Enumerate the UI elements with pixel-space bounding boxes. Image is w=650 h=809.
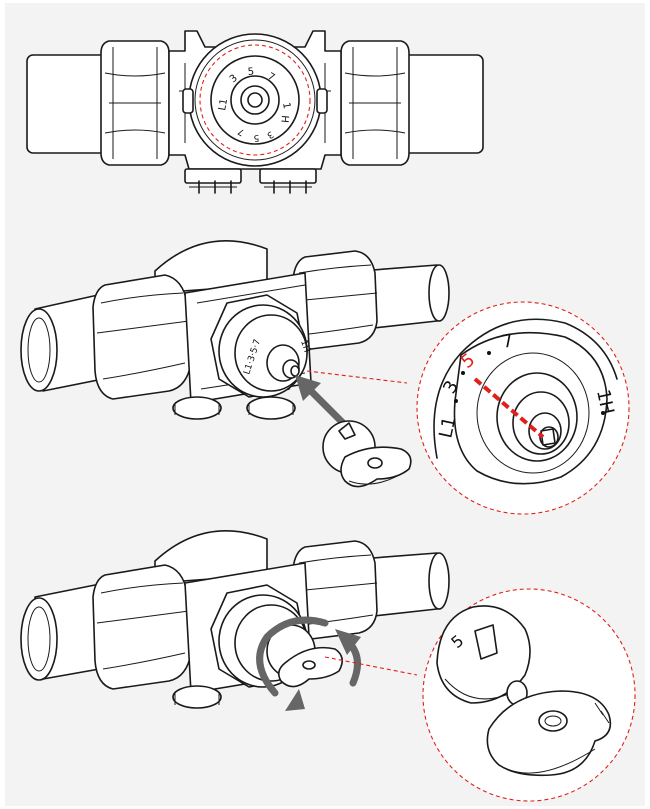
dial-label-5-bottom: 5 bbox=[253, 132, 260, 142]
valve-adjustment-illustration: L1 3 5 7 1 H 7 5 3 bbox=[20, 30, 636, 802]
valve-spindle bbox=[247, 92, 263, 108]
dial-label-h: H bbox=[278, 115, 290, 123]
valve-perspective-rotate bbox=[20, 529, 450, 711]
zoom-detail-setting: L1 3 5 7 1H bbox=[416, 301, 630, 515]
bottom-ports bbox=[172, 685, 222, 709]
left-union-nut bbox=[92, 274, 192, 400]
spindle-slot-highlight bbox=[540, 428, 556, 446]
right-union-nut bbox=[292, 250, 378, 350]
zoom-leader-line bbox=[306, 370, 408, 384]
left-union-nut bbox=[92, 564, 192, 690]
dial-label-7-bottom: 7 bbox=[237, 126, 247, 138]
zoom-ring bbox=[422, 588, 636, 802]
alignment-indicator bbox=[473, 377, 545, 439]
left-pipe-end bbox=[20, 597, 58, 681]
bottom-ports bbox=[172, 396, 296, 420]
right-union-nut bbox=[340, 40, 410, 166]
right-union-nut bbox=[292, 540, 378, 640]
rotate-arrows-icon bbox=[256, 616, 361, 711]
dial-label-3: 3 bbox=[228, 73, 240, 86]
left-union-nut bbox=[100, 40, 170, 166]
dial-label-1h: 1H bbox=[298, 339, 311, 354]
left-pipe bbox=[26, 54, 113, 154]
insert-arrow-icon bbox=[295, 375, 347, 427]
right-pipe bbox=[397, 54, 484, 154]
zoom-ring bbox=[416, 301, 630, 515]
zoom-label-1h: 1H bbox=[592, 388, 618, 417]
diagram-frame: L1 3 5 7 1 H 7 5 3 bbox=[5, 3, 645, 806]
dial-label-7: 7 bbox=[266, 71, 277, 84]
setting-ring-highlight bbox=[199, 44, 311, 156]
dial-label-l1: L1 bbox=[217, 98, 230, 112]
key-hole bbox=[538, 710, 568, 732]
left-pipe-end bbox=[20, 308, 58, 392]
dial-label-1: 1 bbox=[280, 102, 292, 110]
dial-label-5: 5 bbox=[247, 66, 254, 78]
dial-label-3-bottom: 3 bbox=[265, 129, 275, 140]
zoom-label-7: 7 bbox=[500, 330, 515, 353]
zoom-label-l1: L1 bbox=[435, 415, 460, 440]
valve-perspective-insert: L1·3·5·7 1H bbox=[20, 239, 450, 488]
setting-key-icon bbox=[322, 420, 412, 488]
valve-front-view: L1 3 5 7 1 H 7 5 3 bbox=[26, 30, 484, 194]
zoom-leader-line bbox=[324, 656, 418, 676]
bottom-ports bbox=[184, 168, 317, 194]
zoom-detail-key: 5 bbox=[422, 588, 636, 802]
